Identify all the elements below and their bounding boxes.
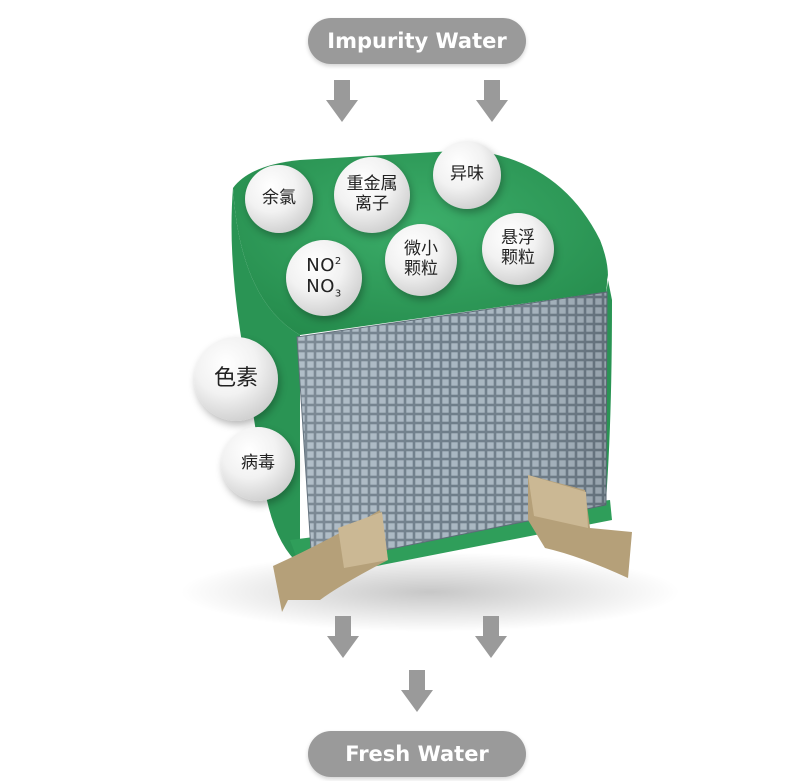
- bubble-label: 重金属: [346, 174, 398, 195]
- bubble-label: 微小: [404, 239, 438, 260]
- bubble-label: 悬浮: [501, 228, 535, 249]
- no3-text: NO: [306, 275, 335, 297]
- cardboard-flap-left: [338, 512, 388, 568]
- arrow-down-icon: [326, 80, 358, 122]
- bubble-pigment: 色素: [194, 337, 278, 421]
- fresh-water-label: Fresh Water: [308, 731, 526, 777]
- bubble-label: 颗粒: [404, 259, 438, 279]
- bubble-label: 病毒: [241, 453, 275, 474]
- no2-text: NO: [306, 255, 335, 277]
- cardboard-flap-right: [528, 475, 588, 528]
- bubble-label: 余氯: [262, 188, 296, 209]
- arrow-down-icon: [475, 616, 507, 658]
- bubble-label: 异味: [450, 164, 484, 185]
- no3-subscript: 3: [334, 288, 342, 300]
- arrow-down-icon: [476, 80, 508, 122]
- bubble-label: 离子: [355, 194, 389, 214]
- bubble-odor: 异味: [433, 141, 501, 209]
- bubble-heavy-metal-ions: 重金属 离子: [334, 157, 410, 233]
- bubble-nitrite-nitrate: NO2 NO3: [286, 240, 362, 316]
- bubble-suspended-particles: 悬浮 颗粒: [482, 213, 554, 285]
- no2-subscript: 2: [334, 256, 342, 268]
- arrow-down-icon: [327, 616, 359, 658]
- bubble-residual-chlorine: 余氯: [245, 165, 313, 233]
- impurity-water-label: Impurity Water: [308, 18, 526, 64]
- arrow-down-icon: [401, 670, 433, 712]
- bubble-label: 颗粒: [501, 248, 535, 268]
- bubble-label: 色素: [213, 366, 258, 392]
- bubble-virus: 病毒: [221, 427, 295, 501]
- no2-formula: NO2: [306, 255, 342, 277]
- no3-formula: NO3: [306, 275, 342, 300]
- bubble-micro-particles: 微小 颗粒: [385, 224, 457, 296]
